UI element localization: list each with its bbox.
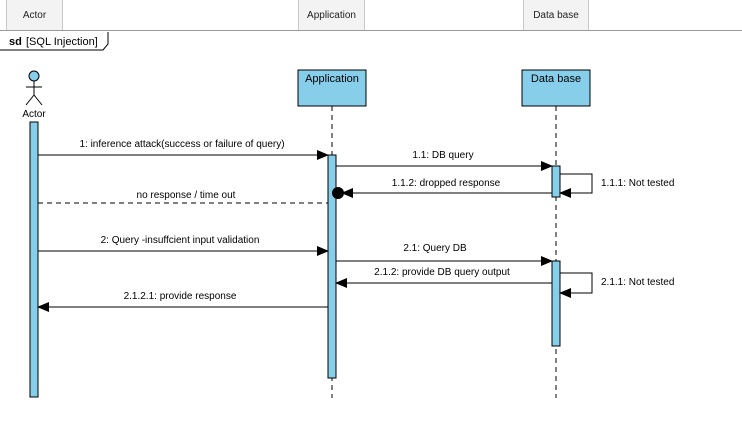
message-2-1-2-label: 2.1.2: provide DB query output bbox=[374, 267, 510, 278]
frame-title: [SQL Injection] bbox=[26, 36, 98, 48]
database-activation-2[interactable] bbox=[551, 260, 561, 347]
actor-activation[interactable] bbox=[29, 121, 39, 398]
frame-kind: sd bbox=[9, 36, 22, 48]
message-1-1-1-label: 1.1.1: Not tested bbox=[601, 178, 674, 189]
application-head-label: Application bbox=[305, 73, 359, 85]
message-2-1-1-self-arrow[interactable] bbox=[559, 272, 593, 298]
message-timeout-label: no response / time out bbox=[137, 190, 236, 201]
header-tab-database[interactable]: Data base bbox=[523, 0, 589, 30]
header-tab-application-label: Application bbox=[307, 9, 356, 21]
header-tab-application[interactable]: Application bbox=[298, 0, 365, 30]
message-2-1-label: 2.1: Query DB bbox=[403, 243, 467, 254]
message-1-1-1-self-arrow[interactable] bbox=[559, 173, 593, 198]
actor-leg-left bbox=[25, 94, 35, 106]
message-1-1-2-label: 1.1.2: dropped response bbox=[392, 178, 501, 189]
header-tab-actor[interactable]: Actor bbox=[6, 0, 63, 30]
database-activation-1[interactable] bbox=[551, 165, 561, 198]
frame-tab-border bbox=[0, 32, 109, 51]
application-activation[interactable] bbox=[327, 154, 337, 379]
header-tab-database-label: Data base bbox=[533, 9, 579, 21]
database-head[interactable] bbox=[521, 69, 591, 107]
message-2-label: 2: Query -insuffcient input validation bbox=[101, 235, 260, 246]
database-head-label: Data base bbox=[531, 73, 581, 85]
header-tab-actor-label: Actor bbox=[22, 9, 47, 21]
message-2-1-2-1-label: 2.1.2.1: provide response bbox=[124, 291, 237, 302]
actor-figure[interactable] bbox=[25, 70, 43, 106]
header-divider bbox=[0, 30, 742, 31]
lost-message-endpoint bbox=[332, 187, 344, 199]
actor-leg-right bbox=[33, 94, 43, 106]
message-1-1-label: 1.1: DB query bbox=[412, 150, 473, 161]
actor-label: Actor bbox=[22, 109, 46, 120]
message-2-1-1-label: 2.1.1: Not tested bbox=[601, 277, 674, 288]
message-1-label: 1: inference attack(success or failure o… bbox=[79, 139, 284, 150]
application-head[interactable] bbox=[297, 69, 367, 107]
actor-head bbox=[28, 70, 40, 82]
